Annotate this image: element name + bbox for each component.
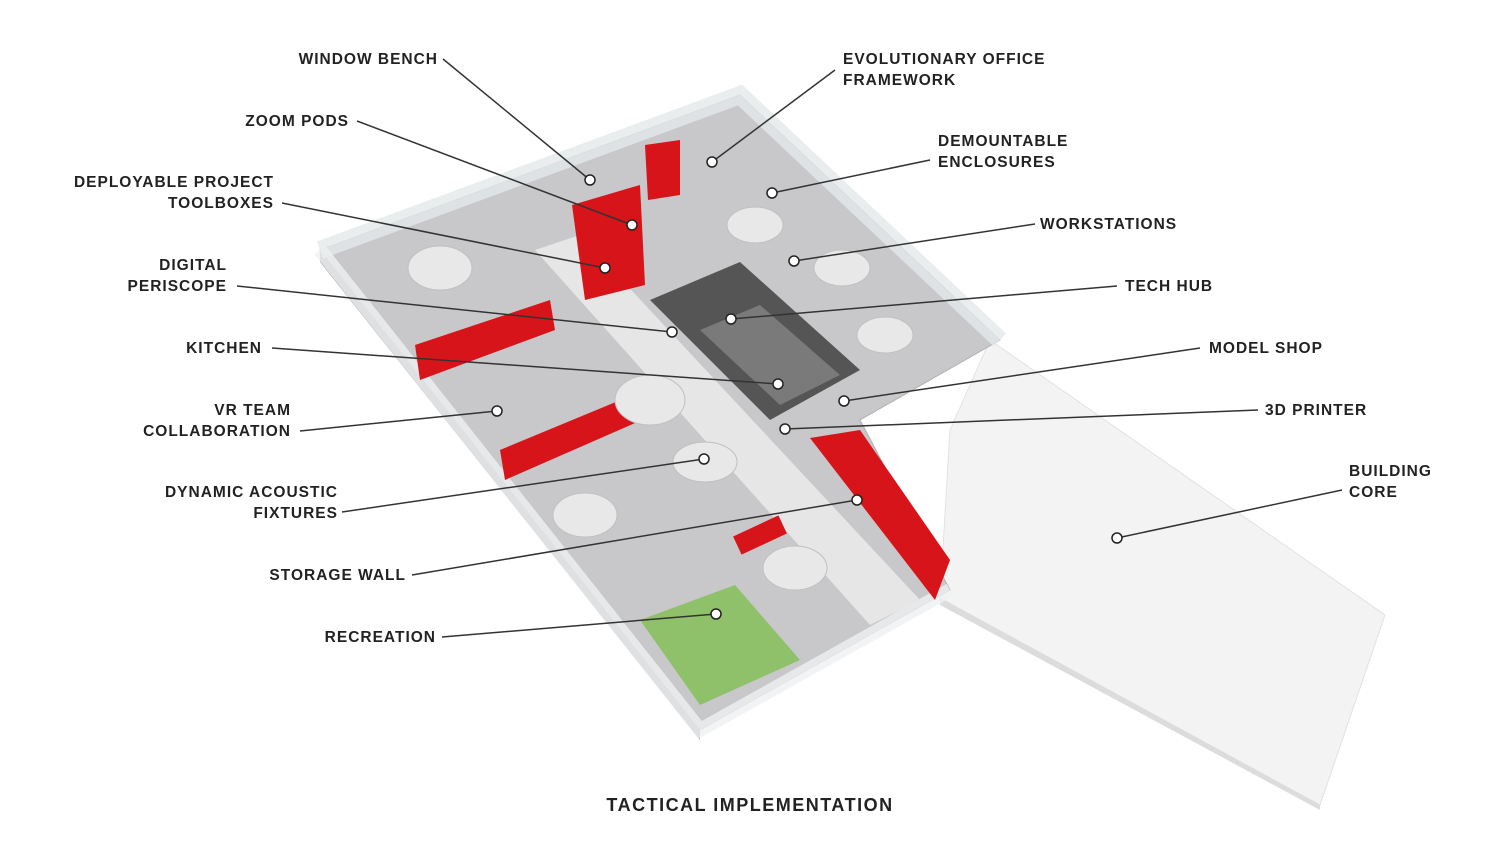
glass-wall [316,84,1007,347]
label-building-core: BUILDING CORE [1349,463,1432,501]
diagram-caption: TACTICAL IMPLEMENTATION [606,795,894,815]
label-dynamic-acoustic-fixtures: DYNAMIC ACOUSTIC FIXTURES [164,484,338,522]
label-evolutionary-office-framework: EVOLUTIONARY OFFICE FRAMEWORK [843,51,1046,89]
red-panel [572,185,645,300]
recreation-turf [640,585,800,705]
label-storage-wall: STORAGE WALL [269,567,406,584]
corridor [535,235,920,625]
label-workstations: WORKSTATIONS [1040,216,1178,233]
label-tech-hub: TECH HUB [1125,278,1214,295]
red-panel [810,430,950,600]
leader-lines [236,58,1343,638]
label-recreation: RECREATION [324,629,436,646]
label-kitchen: KITCHEN [186,340,262,357]
label-deployable-project-toolboxes: DEPLOYABLE PROJECT TOOLBOXES [73,174,274,212]
tables [407,206,914,591]
label-zoom-pods: ZOOM PODS [245,113,349,130]
red-panel [500,392,642,480]
label-model-shop: MODEL SHOP [1209,340,1323,357]
label-demountable-enclosures: DEMOUNTABLE ENCLOSURES [938,133,1069,171]
tech-hub-floor [700,305,840,405]
label-window-bench: WINDOW BENCH [298,51,438,68]
red-bench [733,515,787,555]
label-vr-team-collaboration: VR TEAM COLLABORATION [143,402,291,440]
red-panel [645,140,680,200]
building-core-side [940,598,1320,810]
label-digital-periscope: DIGITAL PERISCOPE [127,257,227,295]
leader-dots [491,156,1123,620]
label-3d-printer: 3D PRINTER [1265,402,1368,419]
glass-wall [314,245,954,740]
